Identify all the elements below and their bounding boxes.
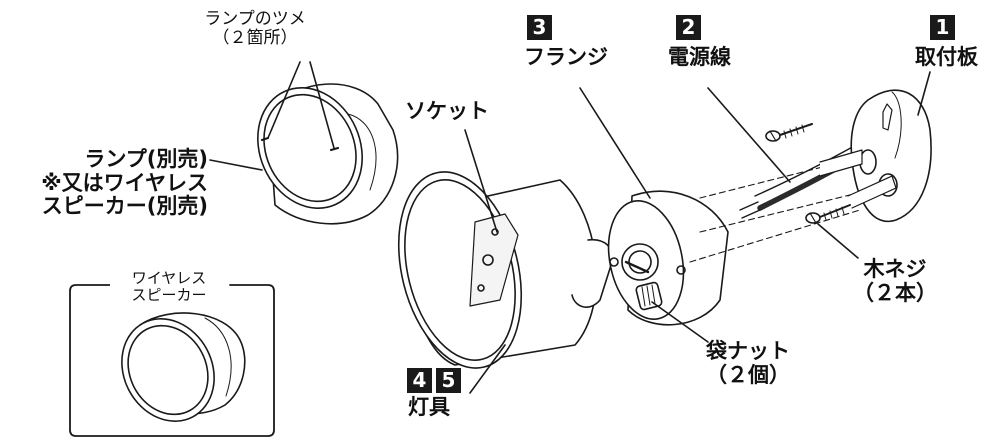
step-badge-2: 2: [676, 15, 701, 40]
power-cord-text: 電源線: [668, 45, 731, 69]
cap-nut-text: 袋ナット: [706, 339, 790, 363]
mounting-plate-text: 取付板: [915, 45, 978, 69]
lamp-tabs-label: ランプのツメ （２箇所）: [190, 9, 320, 49]
fixture-text: 灯具: [408, 395, 450, 419]
flange-drawing: [607, 190, 729, 326]
mounting-plate-label: 取付板: [915, 45, 978, 70]
wood-screw-label: 木ネジ （２本）: [840, 257, 950, 305]
fixture-label: 灯具: [408, 395, 450, 420]
fixture-drawing: [397, 171, 614, 369]
screw-bottom-drawing: [805, 204, 851, 224]
step-badge-4: 4: [407, 368, 432, 393]
speaker-text: スピーカー(別売): [41, 194, 208, 219]
lamp-tabs-text: ランプのツメ: [204, 9, 306, 29]
inset-line-1: ワイヤレス: [131, 269, 207, 287]
lamp-drawing: [257, 83, 399, 225]
lamp-text: ランプ(別売): [84, 147, 208, 171]
cap-nut-count-text: （２個）: [706, 362, 790, 387]
flange-label: フランジ: [524, 45, 608, 70]
step-badge-3: 3: [527, 15, 552, 40]
wireless-speaker-inset-title: ワイヤレス スピーカー: [110, 269, 228, 305]
wood-screw-count-text: （２本）: [853, 280, 937, 305]
power-cord-label: 電源線: [668, 45, 731, 70]
mounting-plate-drawing: [819, 89, 932, 223]
lamp-label: ランプ(別売) ※又はワイヤレス スピーカー(別売): [30, 147, 208, 219]
step-badge-5: 5: [436, 368, 461, 393]
wood-screw-text: 木ネジ: [863, 257, 927, 281]
inset-line-2: スピーカー: [131, 286, 207, 305]
cap-nut-label: 袋ナット （２個）: [688, 339, 808, 387]
or-wireless-text: ※又はワイヤレス: [41, 170, 208, 195]
wireless-speaker-drawing: [121, 312, 246, 422]
socket-label: ソケット: [405, 99, 489, 124]
screw-top-drawing: [765, 123, 813, 142]
lamp-tabs-count-text: （２箇所）: [212, 28, 298, 49]
step-badge-1: 1: [930, 15, 955, 40]
socket-text: ソケット: [405, 99, 489, 123]
cap-nut-drawing: [624, 260, 663, 311]
flange-text: フランジ: [524, 45, 608, 69]
